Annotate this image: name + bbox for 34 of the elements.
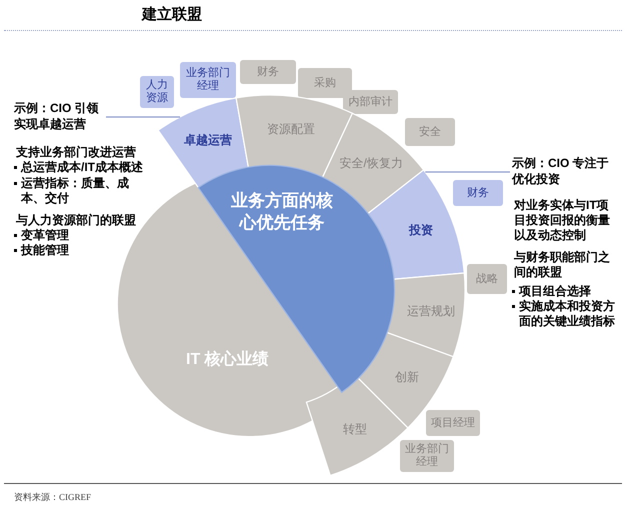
segment-label: 资源配置 [267, 122, 316, 136]
note-heading: 支持业务部门改进运营 [15, 145, 137, 160]
segment-label: 运营规划 [407, 304, 456, 318]
bullet-item: 项目组合选择 [512, 284, 618, 299]
example-note: 示例：CIO 引领实现卓越运营 [14, 100, 106, 132]
tab-box: 项目经理 [426, 410, 480, 436]
disc-label: IT 核心业绩 [186, 349, 269, 370]
tab-box: 内部审计 [343, 90, 398, 114]
segment-label: 安全/恢复力 [339, 156, 403, 170]
example-note: 示例：CIO 专注于优化投资 [512, 155, 616, 187]
tab-box: 安全 [405, 118, 455, 146]
tab-box: 财务 [240, 60, 296, 84]
page-title: 建立联盟 [142, 5, 202, 25]
tab-box: 采购 [298, 68, 352, 98]
segment-label: 创新 [395, 370, 420, 384]
bullet-item: 运营指标：质量、成本、交付 [14, 176, 134, 206]
segment-label: 转型 [342, 422, 367, 436]
tab-box: 业务部门经理 [400, 440, 454, 472]
source-caption: 资料来源：CIGREF [14, 491, 92, 504]
note-heading: 与财务职能部门之间的联盟 [513, 250, 611, 280]
bullet-item: 变革管理 [14, 228, 144, 243]
center-title: 业务方面的核心优先任务 [230, 190, 334, 234]
note-heading: 与人力资源部门的联盟 [15, 213, 137, 228]
bullet-item: 总运营成本/IT成本概述 [14, 160, 144, 175]
leader-line [106, 116, 181, 118]
tab-box: 财务 [453, 180, 503, 206]
tab-box: 业务部门经理 [180, 62, 236, 98]
bullet-item: 实施成本和投资方面的关键业绩指标 [512, 299, 618, 329]
bullet-item: 技能管理 [14, 243, 144, 258]
segment-label: 卓越运营 [184, 132, 232, 147]
segment-label: 投资 [409, 223, 434, 238]
tab-box: 战略 [467, 264, 507, 294]
note-heading: 对业务实体与IT项目投资回报的衡量以及动态控制 [512, 198, 611, 243]
tab-box: 人力资源 [140, 76, 174, 108]
